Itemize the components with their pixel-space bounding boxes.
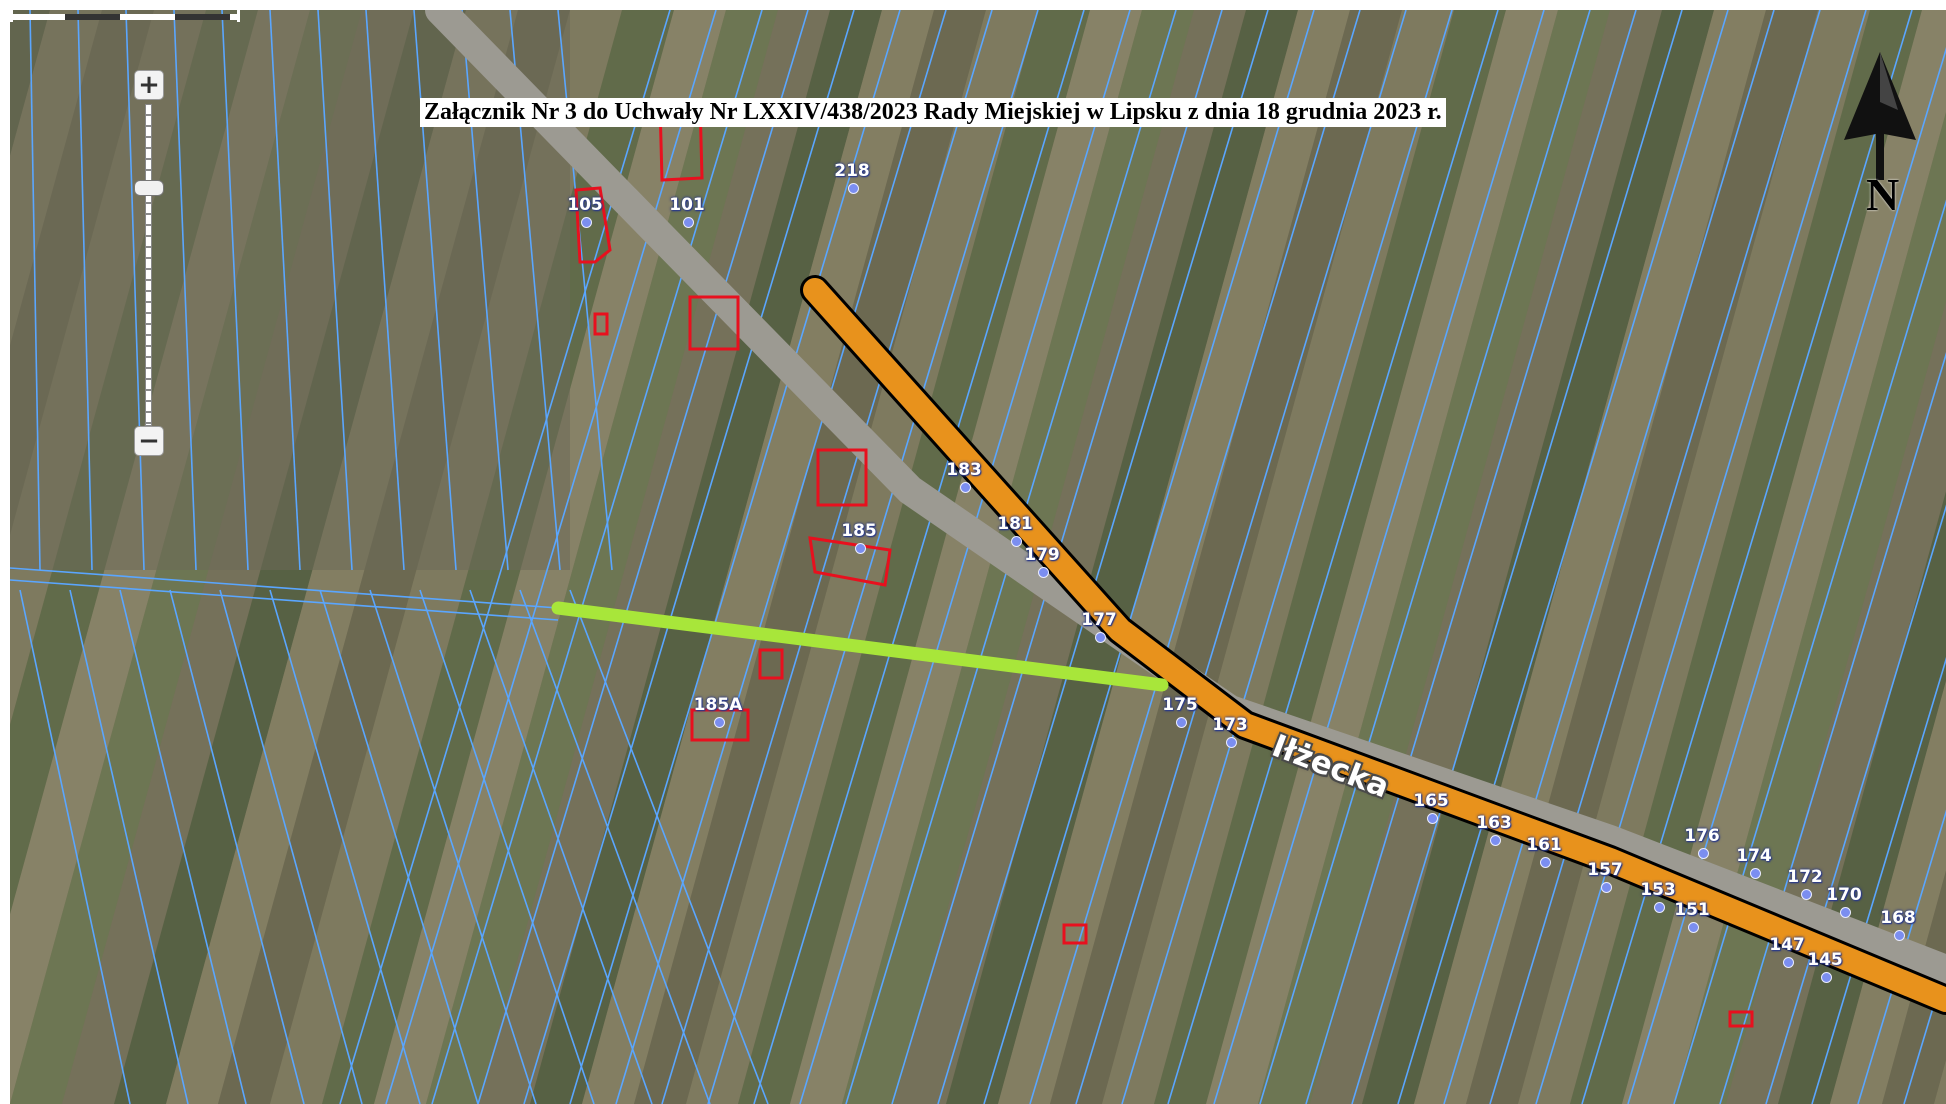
address-number-label: 147 <box>1769 935 1805 955</box>
address-point-dot[interactable] <box>1226 737 1237 748</box>
address-point-dot[interactable] <box>1840 907 1851 918</box>
address-number-label: 174 <box>1736 846 1772 866</box>
north-arrow: N <box>1840 50 1920 220</box>
address-point-dot[interactable] <box>1601 882 1612 893</box>
address-number-label: 105 <box>567 195 603 215</box>
map-title: Załącznik Nr 3 do Uchwały Nr LXXIV/438/2… <box>420 98 1446 127</box>
zoom-slider-handle[interactable] <box>134 180 164 196</box>
scale-bar <box>10 10 240 22</box>
north-label: N <box>1866 169 1900 220</box>
address-point-dot[interactable] <box>855 543 866 554</box>
address-number-label: 175 <box>1162 695 1198 715</box>
address-number-label: 181 <box>997 514 1033 534</box>
address-number-label: 176 <box>1684 826 1720 846</box>
address-number-label: 170 <box>1826 885 1862 905</box>
address-number-label: 165 <box>1413 791 1449 811</box>
address-point-dot[interactable] <box>1427 813 1438 824</box>
map-layers <box>10 10 1946 1104</box>
address-number-label: 183 <box>946 460 982 480</box>
parcel-boundaries <box>10 10 1946 1104</box>
address-number-label: 179 <box>1024 545 1060 565</box>
address-number-label: 151 <box>1674 900 1710 920</box>
iłżecka-road-segment-fill <box>803 278 1946 1012</box>
address-point-dot[interactable] <box>1688 922 1699 933</box>
address-number-label: 177 <box>1081 610 1117 630</box>
address-point-dot[interactable] <box>960 482 971 493</box>
address-number-label: 218 <box>834 161 870 181</box>
address-number-label: 163 <box>1476 813 1512 833</box>
address-point-dot[interactable] <box>683 217 694 228</box>
building-outlines <box>574 100 1754 1028</box>
address-point-dot[interactable] <box>1821 972 1832 983</box>
address-number-label: 168 <box>1880 908 1916 928</box>
zoom-in-button[interactable]: + <box>134 70 164 100</box>
address-number-label: 185A <box>693 695 743 715</box>
zoom-out-button[interactable]: − <box>134 426 164 456</box>
local-road <box>425 10 1946 985</box>
highlighted-parcel-line <box>551 601 1169 692</box>
zoom-control: + − <box>126 70 170 470</box>
address-point-dot[interactable] <box>1894 930 1905 941</box>
address-number-label: 185 <box>841 521 877 541</box>
address-point-dot[interactable] <box>1801 889 1812 900</box>
north-arrow-icon <box>1844 52 1916 180</box>
address-point-dot[interactable] <box>581 217 592 228</box>
address-number-label: 101 <box>669 195 705 215</box>
aerial-map[interactable]: Załącznik Nr 3 do Uchwały Nr LXXIV/438/2… <box>10 10 1946 1104</box>
address-number-label: 161 <box>1526 835 1562 855</box>
address-point-dot[interactable] <box>1540 857 1551 868</box>
address-point-dot[interactable] <box>848 183 859 194</box>
address-point-dot[interactable] <box>1176 717 1187 728</box>
address-point-dot[interactable] <box>1654 902 1665 913</box>
address-point-dot[interactable] <box>1011 536 1022 547</box>
address-number-label: 153 <box>1640 880 1676 900</box>
address-point-dot[interactable] <box>1038 567 1049 578</box>
address-point-dot[interactable] <box>1783 957 1794 968</box>
address-number-label: 172 <box>1787 867 1823 887</box>
address-point-dot[interactable] <box>714 717 725 728</box>
address-point-dot[interactable] <box>1698 848 1709 859</box>
address-point-dot[interactable] <box>1490 835 1501 846</box>
address-number-label: 157 <box>1587 860 1623 880</box>
address-point-dot[interactable] <box>1095 632 1106 643</box>
zoom-slider-track[interactable] <box>145 104 152 426</box>
address-number-label: 173 <box>1212 715 1248 735</box>
address-point-dot[interactable] <box>1750 868 1761 879</box>
address-number-label: 145 <box>1807 950 1843 970</box>
